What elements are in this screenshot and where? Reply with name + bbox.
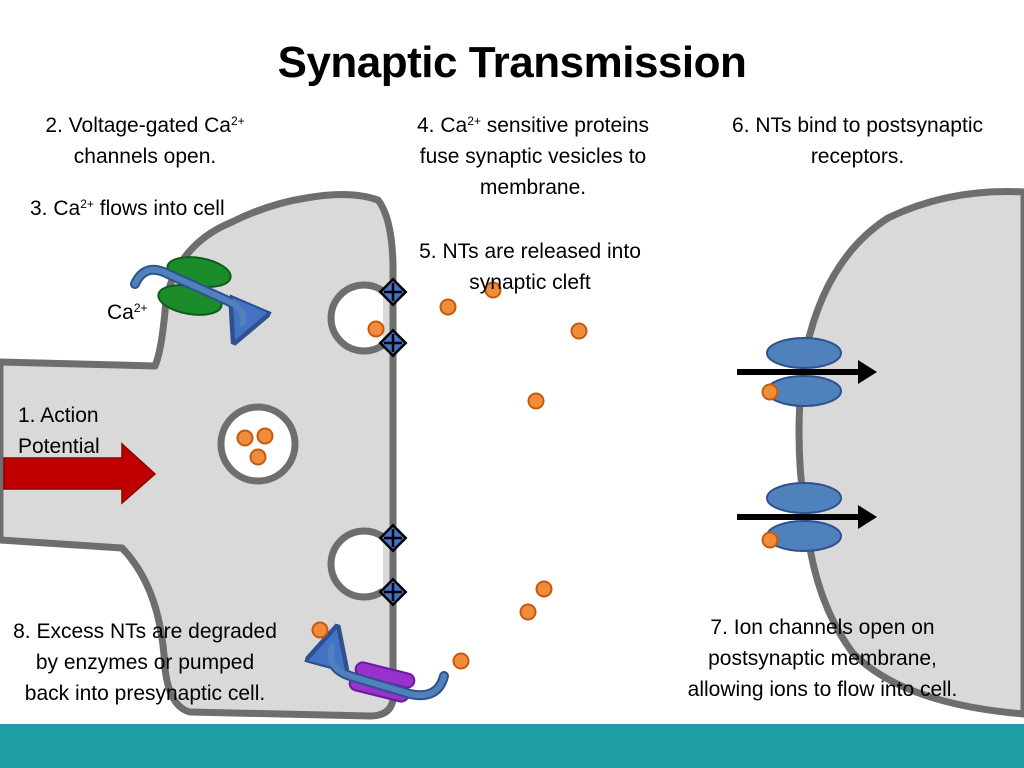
step-5-label: 5. NTs are released into synaptic cleft — [395, 236, 665, 298]
fusion-protein-icon — [378, 277, 408, 307]
step-6-text: 6. NTs bind to postsynaptic — [732, 114, 983, 137]
step-3-label: 3. Ca2+ flows into cell — [30, 193, 225, 224]
neurotransmitter — [761, 531, 779, 549]
fusing-vesicle-top — [327, 281, 386, 355]
step-7-text-2: postsynaptic membrane, — [708, 647, 937, 670]
action-potential-arrow — [3, 442, 157, 505]
fusion-protein-icon — [378, 328, 408, 358]
synaptic-vesicle — [217, 403, 299, 485]
step-8-label: 8. Excess NTs are degraded by enzymes or… — [2, 616, 288, 709]
neurotransmitter — [570, 322, 588, 340]
step-1-label: 1. Action Potential — [18, 400, 100, 462]
fusion-protein-icon — [378, 577, 408, 607]
postsynaptic-receptor — [766, 337, 842, 407]
neurotransmitter — [535, 580, 553, 598]
neurotransmitter — [519, 603, 537, 621]
neurotransmitters — [236, 281, 779, 670]
neurotransmitter — [452, 652, 470, 670]
step-3-text: 3. Ca — [30, 197, 81, 220]
calcium-text: Ca — [107, 301, 134, 324]
calcium-flow-arrow-fill — [132, 266, 247, 327]
neurotransmitter — [439, 298, 457, 316]
step-8-text-2: by enzymes or pumped — [35, 651, 255, 674]
step-7-label: 7. Ion channels open on postsynaptic mem… — [655, 612, 990, 705]
ion-flow-arrow — [737, 360, 877, 384]
superscript: 2+ — [467, 114, 481, 128]
step-1-text: 1. Action — [18, 404, 99, 427]
neurotransmitter — [484, 281, 502, 299]
neurotransmitter — [256, 427, 274, 445]
postsynaptic-receptor — [766, 482, 842, 552]
step-1-text-2: Potential — [18, 435, 100, 458]
step-4-label: 4. Ca2+ sensitive proteins fuse synaptic… — [398, 110, 668, 203]
footer-bar — [0, 724, 1024, 768]
neurotransmitter — [527, 392, 545, 410]
step-5-text: 5. NTs are released into — [419, 240, 641, 263]
step-3-text-2: flows into cell — [99, 197, 225, 220]
superscript: 2+ — [80, 197, 94, 211]
neurotransmitter — [367, 320, 385, 338]
superscript: 2+ — [230, 114, 245, 128]
neurotransmitter — [311, 621, 329, 639]
fusion-protein-icon — [378, 523, 408, 553]
neurotransmitter — [236, 429, 254, 447]
step-6-text-2: receptors. — [810, 145, 905, 168]
step-2-text: 2. Voltage-gated Ca — [45, 114, 231, 137]
step-4-text-2: sensitive proteins — [486, 114, 649, 137]
step-2-label: 2. Voltage-gated Ca2+ channels open. — [20, 110, 270, 172]
step-8-text: 8. Excess NTs are degraded — [13, 620, 277, 643]
step-6-label: 6. NTs bind to postsynaptic receptors. — [705, 110, 1010, 172]
calcium-label: Ca2+ — [107, 297, 148, 328]
superscript: 2+ — [133, 301, 148, 315]
neurotransmitter — [761, 383, 779, 401]
reuptake-arrow-fill — [327, 643, 447, 699]
page-title: Synaptic Transmission — [277, 38, 747, 87]
neurotransmitter — [249, 448, 267, 466]
fusing-vesicle-bottom — [327, 527, 386, 601]
ion-flow-arrow — [737, 505, 877, 529]
step-7-text: 7. Ion channels open on — [710, 616, 935, 639]
step-4-text-4: membrane. — [479, 176, 587, 199]
step-2-text-2: channels open. — [73, 145, 217, 168]
step-4-text: 4. Ca — [417, 114, 468, 137]
step-4-text-3: fuse synaptic vesicles to — [419, 145, 647, 168]
step-5-text-2: synaptic cleft — [469, 271, 591, 294]
step-8-text-3: back into presynaptic cell. — [24, 682, 266, 705]
step-7-text-3: allowing ions to flow into cell. — [687, 678, 958, 701]
postsynaptic-cell — [795, 188, 1024, 718]
